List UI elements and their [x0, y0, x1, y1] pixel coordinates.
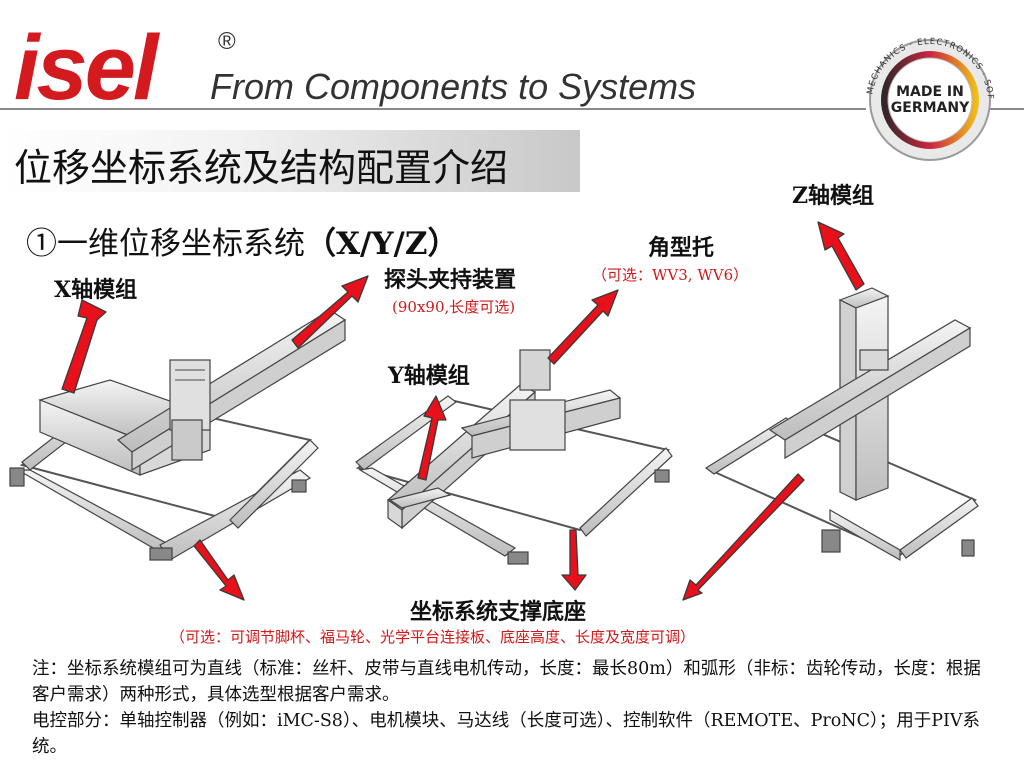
- arrow-angle-bracket: [547, 289, 619, 365]
- arrow-base-left: [193, 539, 245, 601]
- label-angle-bracket-note: （可选：WV3, WV6）: [592, 266, 749, 284]
- note-electronics: 电控部分：单轴控制器（例如：iMC-S8）、电机模块、马达线（长度可选）、控制软…: [32, 711, 981, 757]
- x-axis-assembly: [9, 309, 347, 561]
- arrow-z-module: [817, 221, 865, 291]
- svg-text:MECHANICS · ELECTRONICS · SOFT: MECHANICS · ELECTRONICS · SOFTWARE · SYS…: [0, 0, 995, 100]
- header-rule: [0, 108, 866, 110]
- tagline: From Components to Systems: [210, 66, 697, 107]
- z-axis-assembly: [704, 287, 979, 562]
- label-probe-holder: 探头夹持装置: [384, 267, 517, 293]
- section-heading-text: 一维位移坐标系统: [57, 226, 305, 262]
- page-title: 位移坐标系统及结构配置介绍: [14, 146, 509, 190]
- label-x-module: X轴模组: [54, 277, 138, 303]
- seal-ring-text: MECHANICS · ELECTRONICS · SOFTWARE · SYS…: [0, 0, 994, 100]
- registered-mark: ®: [218, 28, 236, 55]
- label-base-note: （可选：可调节脚杯、福马轮、光学平台连接板、底座高度、长度及宽度可调）: [170, 628, 696, 646]
- arrow-x-module: [61, 299, 107, 394]
- section-heading: ①一维位移坐标系统（X/Y/Z）: [26, 218, 458, 263]
- title-banner: [0, 130, 580, 192]
- isel-logo: isel: [14, 17, 158, 119]
- label-base: 坐标系统支撑底座: [410, 599, 587, 625]
- arrow-probe-holder: [291, 275, 369, 349]
- label-angle-bracket: 角型托: [648, 235, 715, 261]
- section-axes: （X/Y/Z）: [305, 226, 459, 262]
- arrow-base-mid: [561, 529, 587, 591]
- header-rule-right: [990, 108, 1024, 110]
- arrow-y-module: [417, 395, 447, 481]
- section-number: ①: [26, 226, 57, 262]
- seal-made-in: MADE IN: [896, 84, 964, 100]
- seal-germany: GERMANY: [891, 100, 970, 116]
- note-modules: 注：坐标系统模组可为直线（标准：丝杆、皮带与直线电机传动，长度：最长80m）和弧…: [32, 659, 981, 705]
- label-y-module: Y轴模组: [388, 363, 470, 389]
- notes-block: 注：坐标系统模组可为直线（标准：丝杆、皮带与直线电机传动，长度：最长80m）和弧…: [32, 656, 992, 760]
- label-z-module: Z轴模组: [792, 183, 875, 209]
- label-probe-holder-note: (90x90,长度可选): [392, 298, 516, 316]
- arrow-base-right: [682, 473, 805, 601]
- callout-arrows: [61, 221, 865, 601]
